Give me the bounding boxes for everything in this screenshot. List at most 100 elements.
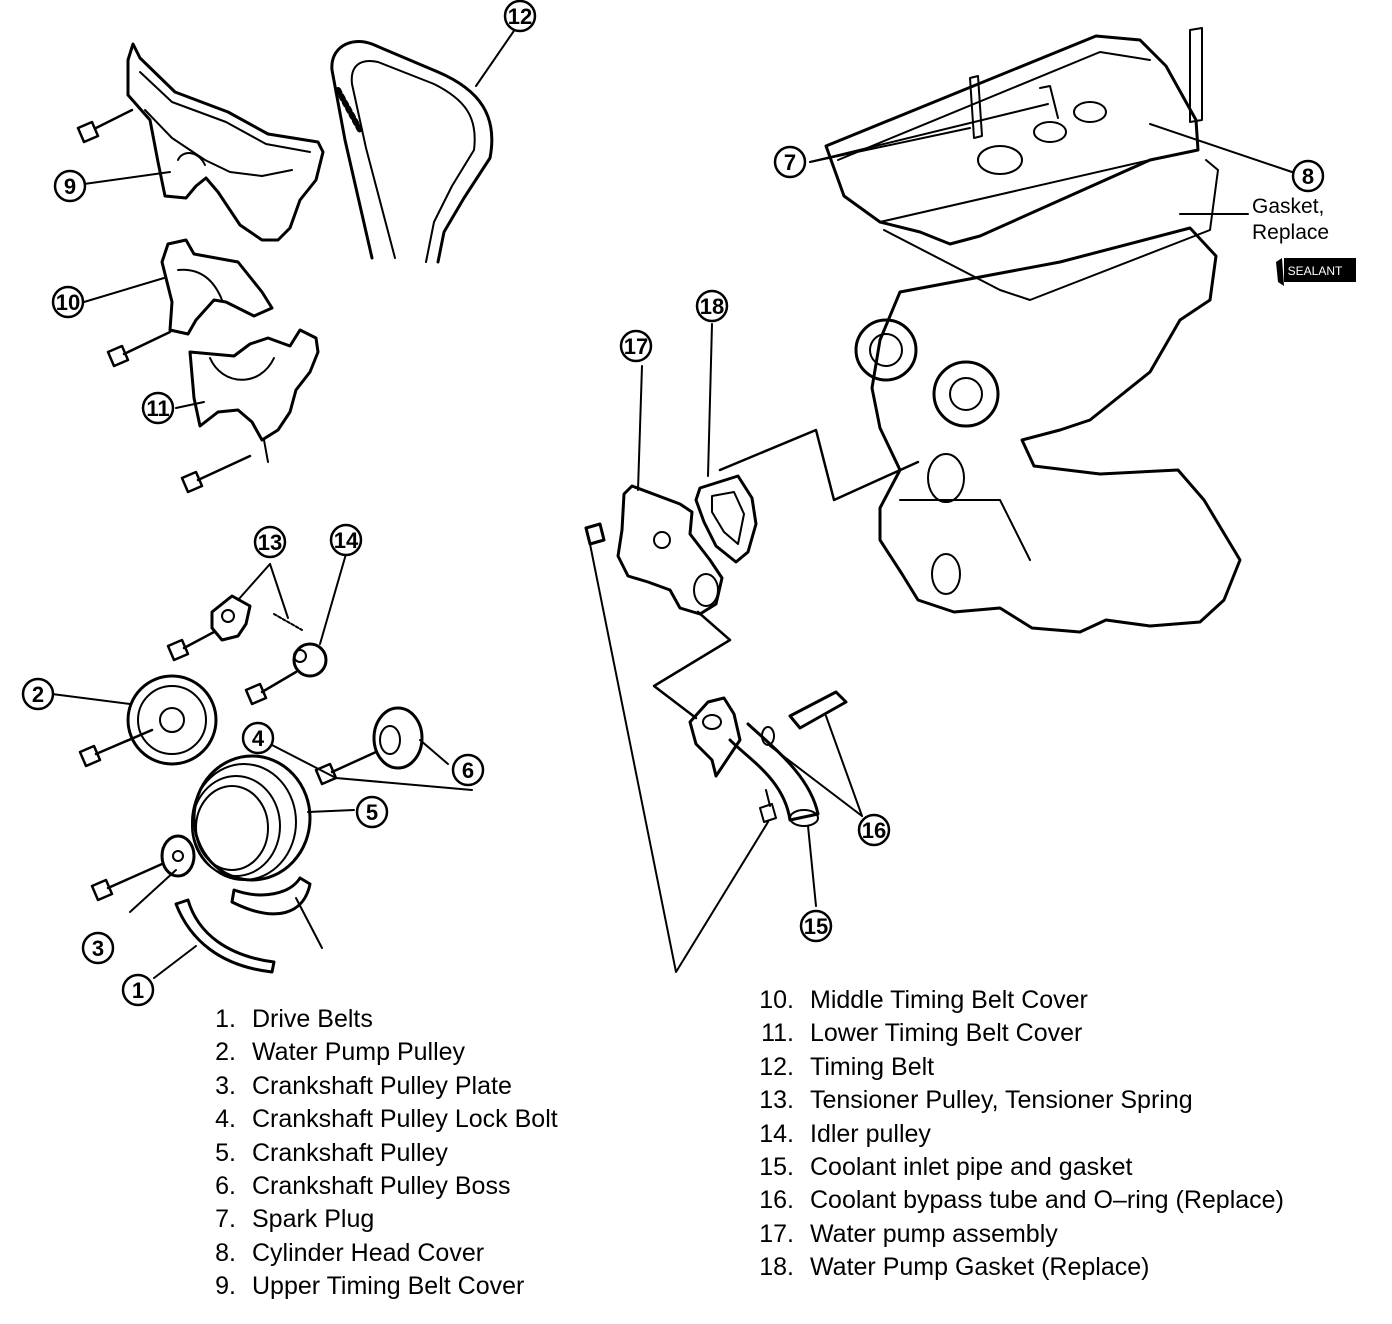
legend-item: 9. Upper Timing Belt Cover	[198, 1270, 558, 1303]
callout-18: 18	[695, 289, 729, 323]
callout-11: 11	[141, 391, 175, 425]
legend-item-label: Water Pump Gasket (Replace)	[810, 1253, 1150, 1282]
crankshaft-pulley-drawing	[191, 754, 312, 882]
gasket-note-line2: Replace	[1252, 221, 1329, 244]
callout-number: 17	[624, 334, 648, 359]
callout-6: 6	[451, 753, 485, 787]
callout-5: 5	[355, 795, 389, 829]
legend-item-label: Water Pump Pulley	[252, 1038, 466, 1067]
legend-item: 11. Lower Timing Belt Cover	[748, 1017, 1284, 1050]
callout-number: 15	[804, 914, 828, 939]
callout-number: 7	[784, 150, 796, 175]
callout-number: 8	[1302, 164, 1314, 189]
water-pump-drawing	[584, 474, 758, 616]
legend-item-label: Crankshaft Pulley Plate	[252, 1071, 512, 1100]
legend-item: 4. Crankshaft Pulley Lock Bolt	[198, 1103, 558, 1136]
legend-item: 2. Water Pump Pulley	[198, 1036, 558, 1069]
legend-item-number: 6.	[215, 1172, 236, 1201]
callout-7: 7	[773, 145, 807, 179]
callout-number: 12	[508, 4, 532, 29]
legend-item-label: Water pump assembly	[810, 1219, 1058, 1248]
legend-item: 3. Crankshaft Pulley Plate	[198, 1070, 558, 1103]
legend-item: 18. Water Pump Gasket (Replace)	[748, 1251, 1284, 1284]
legend-item: 6.Crankshaft Pulley Boss	[198, 1170, 558, 1203]
callout-number: 16	[862, 818, 886, 843]
coolant-pipe-drawing	[688, 690, 848, 827]
callout-17: 17	[619, 329, 653, 363]
callout-16: 16	[857, 813, 891, 847]
legend-item-number: 15.	[759, 1153, 794, 1182]
timing-belt-drawing	[330, 40, 494, 264]
gasket-note-line1: Gasket,	[1252, 195, 1324, 218]
upper-timing-belt-cover-drawing	[76, 42, 325, 242]
callout-2: 2	[21, 677, 55, 711]
callout-number: 11	[146, 396, 169, 421]
leader-lines	[51, 21, 1293, 979]
legend-item-number: 14.	[759, 1119, 794, 1148]
legend-item: 16. Coolant bypass tube and O–ring (Repla…	[748, 1184, 1284, 1217]
legend-item-number: 13.	[759, 1086, 794, 1115]
legend-item-number: 8.	[215, 1238, 236, 1267]
legend-item-number: 16.	[759, 1186, 794, 1215]
legend-item-number: 4.	[215, 1105, 236, 1134]
legend-item-number: 5.	[215, 1138, 236, 1167]
water-pump-pulley-drawing	[78, 674, 218, 768]
sealant-label: SEALANT	[1288, 264, 1343, 278]
legend-item-number: 7.	[215, 1205, 236, 1234]
legend-left: 1. Drive Belts 2. Water Pump Pulley 3. Cranks…	[198, 1003, 558, 1304]
legend-item-label: Crankshaft Pulley Lock Bolt	[252, 1105, 558, 1134]
callout-8: 8	[1291, 159, 1325, 193]
legend-item-label: Lower Timing Belt Cover	[810, 1019, 1083, 1048]
legend-item-number: 12.	[759, 1052, 794, 1081]
legend-item-number: 3.	[215, 1071, 236, 1100]
legend-item-number: 17.	[759, 1219, 794, 1248]
sealant-tube-icon: SEALANT	[1276, 258, 1356, 286]
callout-9: 9	[53, 169, 87, 203]
legend-item-label: Cylinder Head Cover	[252, 1238, 485, 1267]
legend-item: 12.Timing Belt	[748, 1051, 1284, 1084]
legend-item-label: Coolant bypass tube and O–ring (Replace)	[810, 1186, 1284, 1215]
legend-item: 8. Cylinder Head Cover	[198, 1237, 558, 1270]
callout-number: 13	[258, 530, 282, 555]
callout-number: 5	[366, 800, 378, 825]
callout-number: 4	[252, 726, 265, 751]
legend-item-number: 18.	[759, 1253, 794, 1282]
callout-number: 18	[700, 294, 724, 319]
legend-item-number: 1.	[215, 1005, 236, 1033]
legend-item-label: Drive Belts	[252, 1005, 373, 1033]
callout-14: 14	[329, 523, 363, 557]
legend-item-label: Upper Timing Belt Cover	[252, 1272, 525, 1301]
middle-timing-belt-cover-drawing	[106, 238, 274, 368]
legend-item-number: 9.	[215, 1272, 236, 1301]
legend-item: 17. Water pump assembly	[748, 1218, 1284, 1251]
callout-1: 1	[121, 973, 155, 1007]
legend-item: 15. Coolant inlet pipe and gasket	[748, 1151, 1284, 1184]
cylinder-head-cover-drawing	[824, 27, 1219, 301]
legend-item: 10.Middle Timing Belt Cover	[748, 984, 1284, 1017]
callout-number: 10	[56, 290, 80, 315]
legend-item-label: Tensioner Pulley, Tensioner Spring	[810, 1086, 1193, 1115]
legend-item-label: Spark Plug	[252, 1205, 375, 1234]
tensioner-and-idler-drawing	[166, 594, 328, 706]
callout-number: 6	[462, 758, 474, 783]
legend-item-number: 2.	[215, 1038, 236, 1067]
legend-item: 5.Crankshaft Pulley	[198, 1137, 558, 1170]
lower-timing-belt-cover-drawing	[180, 328, 320, 494]
callout-number: 14	[334, 528, 359, 553]
legend-item-label: Coolant inlet pipe and gasket	[810, 1153, 1133, 1182]
legend-item: 14. Idler pulley	[748, 1118, 1284, 1151]
legend-item: 13. Tensioner Pulley, Tensioner Spring	[748, 1084, 1284, 1117]
legend-item-number: 11.	[761, 1019, 794, 1048]
callout-number: 2	[32, 682, 44, 707]
legend-item: 7. Spark Plug	[198, 1203, 558, 1236]
callout-number: 9	[64, 174, 76, 199]
assembly-lines	[652, 428, 920, 720]
engine-block-drawing	[854, 226, 1242, 634]
legend-item-label: Middle Timing Belt Cover	[810, 986, 1088, 1014]
callout-12: 12	[503, 0, 537, 33]
callout-15: 15	[799, 909, 833, 943]
legend-item-label: Idler pulley	[810, 1119, 931, 1148]
